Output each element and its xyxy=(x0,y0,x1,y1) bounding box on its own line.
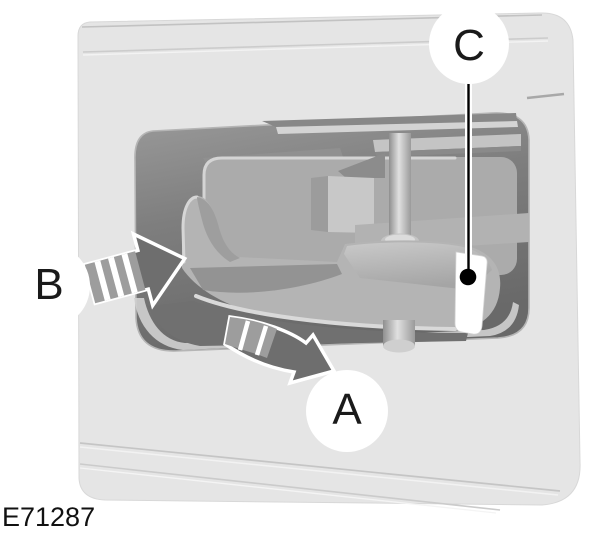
pivot-rod xyxy=(389,133,411,241)
panel-ridge-bottom-2 xyxy=(79,463,501,511)
leader-dot-c xyxy=(459,268,477,286)
actuator-box-shadow-wedge xyxy=(338,153,385,178)
panel-ridge-bottom-1-highlight xyxy=(79,446,559,496)
arrow-b-stripe-1 xyxy=(94,260,111,301)
arrow-b-stripe-3 xyxy=(121,253,138,294)
top-rail-lower-shadow xyxy=(375,146,521,157)
callout-a-label: A xyxy=(332,385,362,434)
callout-c-circle xyxy=(429,4,509,84)
panel-ridge-bottom-1 xyxy=(79,442,561,492)
actuator-box-left-face xyxy=(311,176,328,232)
handle-back-panel-highlight xyxy=(202,156,457,254)
callout-b-label: B xyxy=(34,260,63,309)
bezel-edge-line xyxy=(526,92,565,100)
bottom-pin-end xyxy=(383,339,415,353)
panel-ridge-bottom-2-highlight xyxy=(79,467,497,514)
figure-code: E71287 xyxy=(2,502,95,532)
recess-top-dark-strip xyxy=(262,113,517,127)
lever-bar-shadow xyxy=(190,264,342,293)
arrow-a-stripe-2 xyxy=(254,325,269,356)
callout-b-circle xyxy=(6,244,90,328)
handle-lever xyxy=(182,196,501,331)
lever-hump-highlight xyxy=(181,195,199,264)
arrow-a-pull-direction xyxy=(223,315,337,386)
actuator-box-front-face xyxy=(328,176,374,233)
arrow-b-stripe-2 xyxy=(108,256,125,298)
callout-c-label: C xyxy=(453,21,485,70)
arrow-b-press-direction xyxy=(82,230,188,310)
callout-a-circle xyxy=(306,370,388,452)
top-rail-upper xyxy=(276,121,518,134)
arrow-a-stripe-1 xyxy=(237,320,251,351)
grip-face-highlight xyxy=(344,242,492,290)
lever-hump-shading xyxy=(197,197,240,262)
grip-bottom-highlight xyxy=(194,294,457,331)
